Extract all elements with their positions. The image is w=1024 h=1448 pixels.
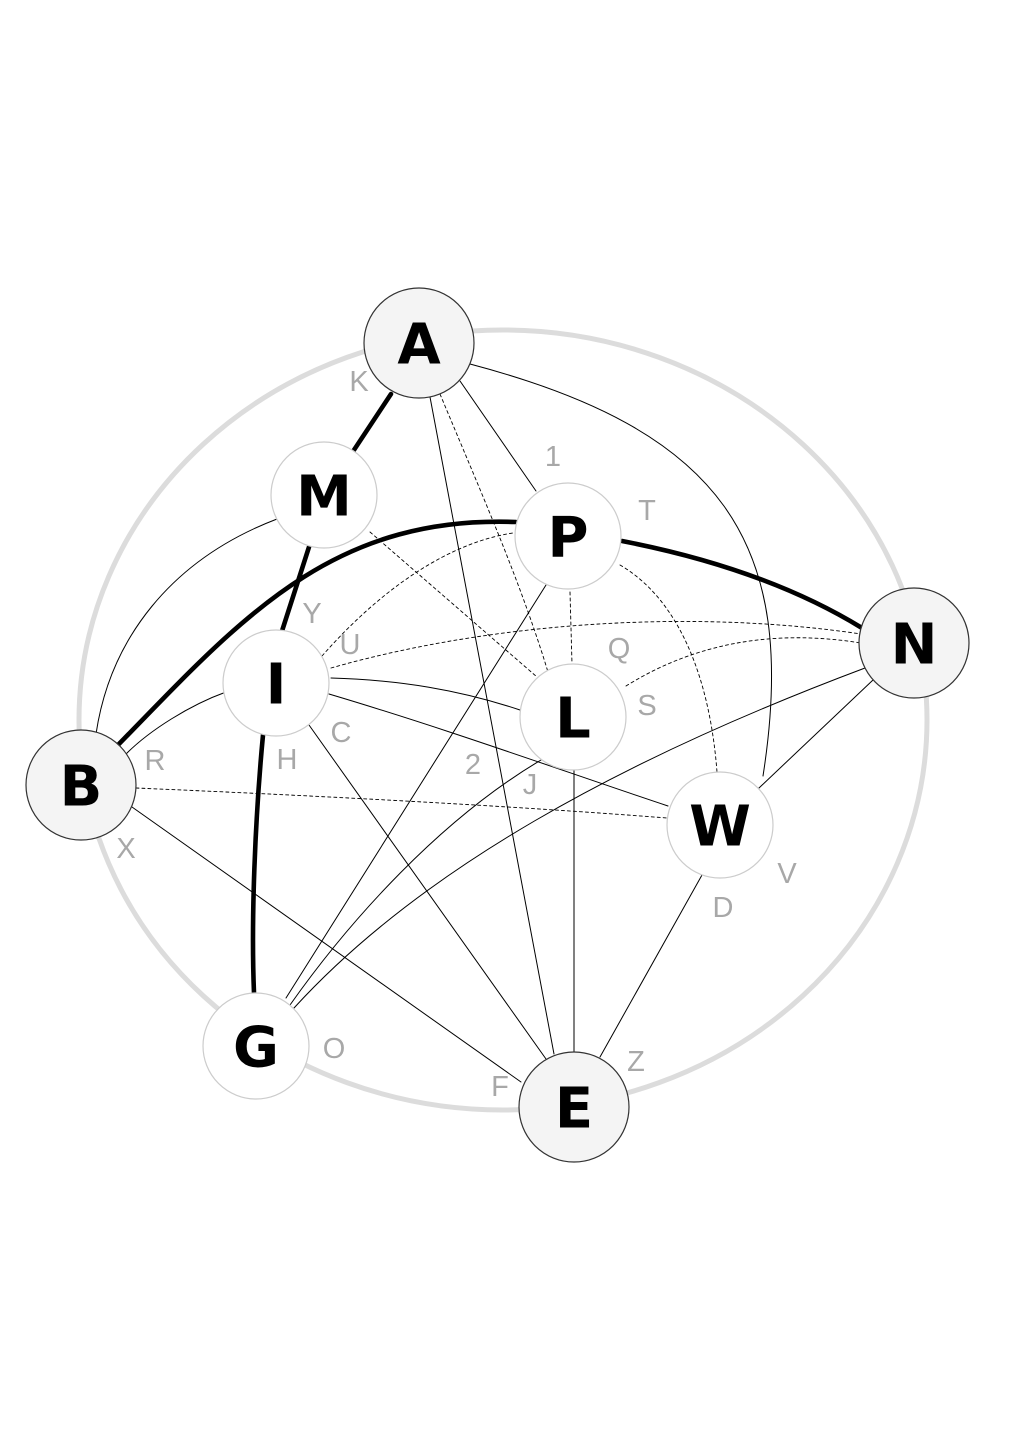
node-circle-g (202, 992, 310, 1100)
edge-layer (95, 363, 874, 1083)
node-circle-p (514, 482, 622, 590)
edge-p-g (285, 584, 547, 999)
edge-p-l (569, 591, 573, 665)
node-label-b: B (60, 755, 103, 820)
edge-label-u: U (340, 629, 361, 661)
node-a: A (363, 287, 475, 399)
edge-label-o: O (323, 1033, 346, 1065)
edge-label-1: 1 (545, 441, 561, 473)
node-circle-b (25, 729, 137, 841)
edge-m-l (369, 531, 538, 678)
node-i: I (222, 629, 330, 737)
edge-i-w (328, 693, 669, 807)
node-label-p: P (547, 506, 588, 571)
edge-label-v: V (777, 858, 797, 890)
node-e: E (518, 1051, 630, 1163)
edge-a-w (469, 363, 773, 777)
outer-ring-layer (76, 327, 930, 1113)
node-label-m: M (296, 465, 352, 530)
edge-n-w (758, 679, 874, 789)
edge-label-x: X (116, 833, 135, 865)
node-label-e: E (555, 1077, 593, 1142)
edge-a-e (429, 396, 555, 1055)
edge-label-t: T (638, 495, 656, 527)
node-label-n: N (891, 613, 938, 678)
edge-l-g (289, 759, 542, 1006)
edge-label-z: Z (627, 1046, 645, 1078)
edge-p-i (321, 531, 521, 657)
edge-label-q: Q (608, 633, 631, 665)
node-l: L (519, 663, 627, 771)
node-circle-m (270, 441, 378, 549)
node-circle-n (858, 587, 970, 699)
edge-a-p (459, 380, 537, 492)
node-label-w: W (689, 795, 751, 860)
edge-label-f: F (491, 1071, 509, 1103)
edge-label-h: H (277, 744, 298, 776)
edge-n-g (293, 667, 866, 1009)
node-m: M (270, 441, 378, 549)
node-n: N (858, 587, 970, 699)
node-circle-i (222, 629, 330, 737)
node-label-g: G (233, 1016, 279, 1081)
edge-b-w (135, 787, 668, 819)
edge-m-i (279, 544, 312, 634)
node-g: G (202, 992, 310, 1100)
node-b: B (25, 729, 137, 841)
edge-m-b (95, 518, 278, 735)
edge-b-e (131, 806, 522, 1083)
node-label-a: A (397, 313, 441, 378)
edge-label-j: J (523, 769, 538, 801)
edge-i-b (125, 691, 227, 755)
edge-n-i (330, 621, 862, 669)
edge-p-b (115, 519, 519, 748)
node-circle-e (518, 1051, 630, 1163)
node-circle-a (363, 287, 475, 399)
node-circle-w (666, 771, 774, 879)
node-circle-l (519, 663, 627, 771)
edge-label-r: R (145, 745, 166, 777)
edge-label-k: K (349, 366, 369, 398)
edge-label-y: Y (302, 598, 321, 630)
node-w: W (666, 771, 774, 879)
edge-label-c: C (331, 717, 352, 749)
edge-label-layer: K 1J Y T U QS V R 2 C H X D O F Z (116, 366, 797, 1103)
edge-label-d: D (713, 892, 734, 924)
edge-label-2: 2 (465, 749, 481, 781)
edge-a-m (347, 391, 394, 459)
edge-a-l (439, 393, 549, 673)
edge-i-l (330, 677, 521, 711)
node-layer: A M P N I L B W G E (25, 287, 970, 1163)
edge-w-e (599, 874, 703, 1058)
edge-i-g (250, 732, 266, 996)
edge-n-l (625, 637, 862, 687)
edge-i-e (308, 724, 547, 1060)
edge-p-w (619, 564, 718, 773)
edge-label-s: S (637, 690, 656, 722)
node-label-l: L (555, 687, 591, 752)
node-p: P (514, 482, 622, 590)
node-label-i: I (266, 653, 287, 718)
outer-ring (76, 327, 930, 1113)
edge-p-n (619, 538, 865, 631)
